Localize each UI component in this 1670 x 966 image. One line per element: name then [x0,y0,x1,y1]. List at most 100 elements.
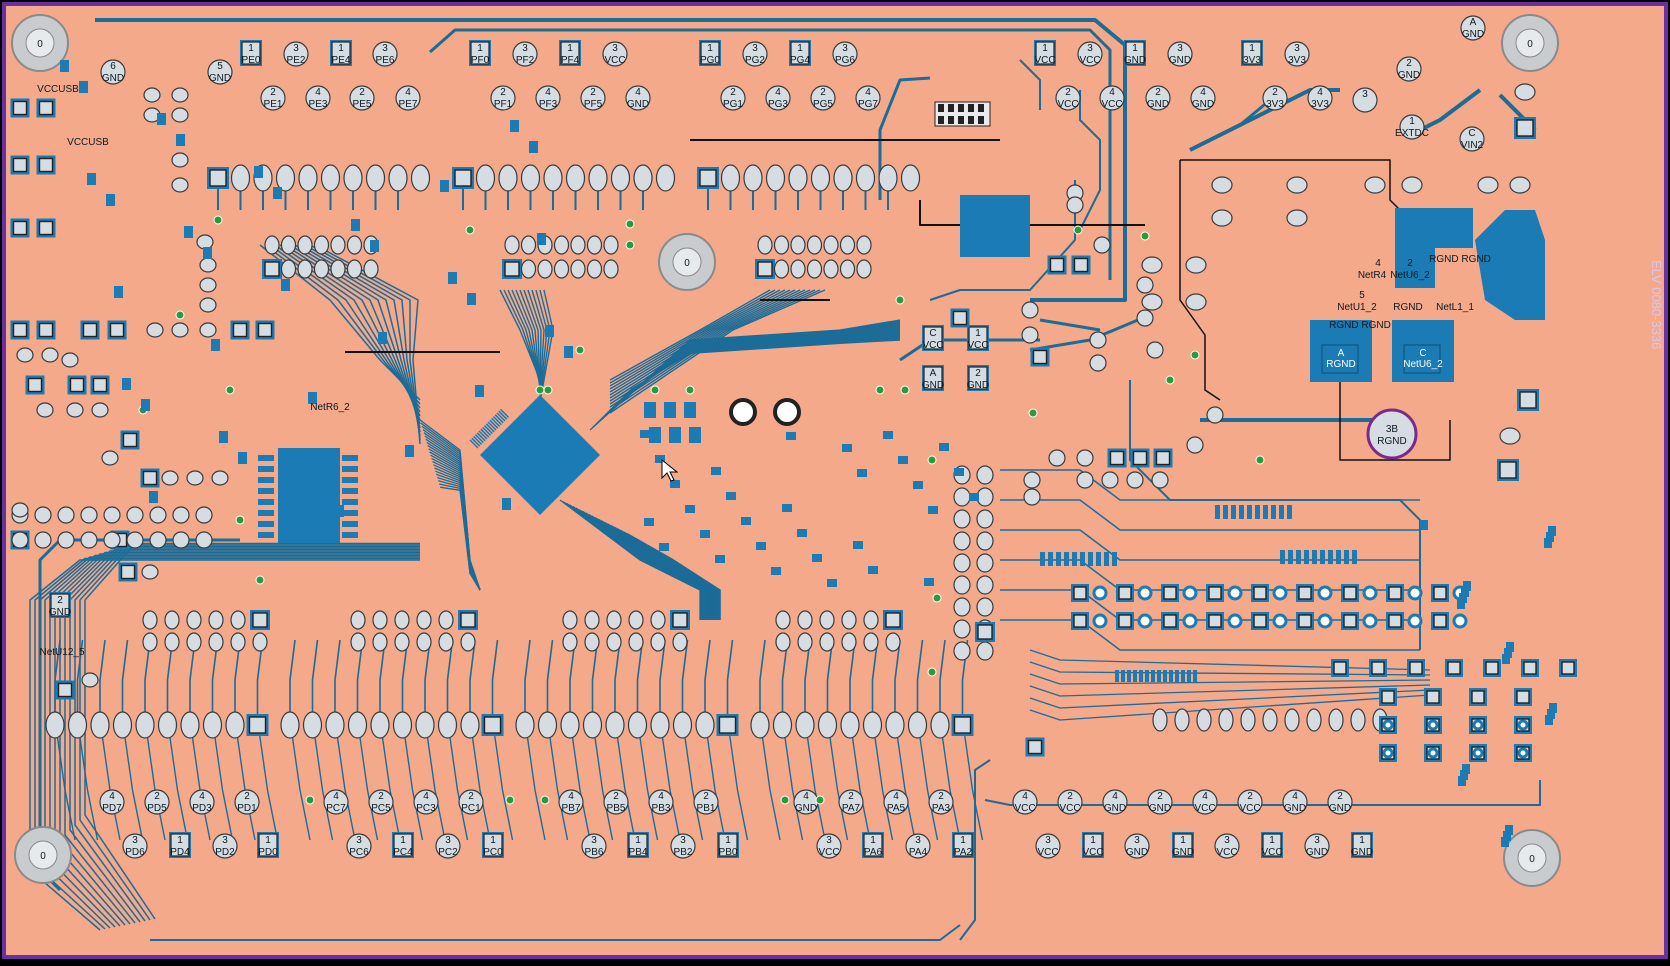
via [465,225,475,235]
pad [252,612,268,628]
pad [775,632,791,652]
smd-pad [1547,709,1555,719]
smd-pad [537,233,546,245]
pad [757,235,773,255]
trace [614,719,636,841]
trace [726,639,734,720]
pad-number: 3 [1314,835,1320,846]
trace [894,639,901,720]
pad-number: 4 [1292,791,1298,802]
pad [368,789,394,815]
pad [1163,586,1177,600]
trace [531,289,545,397]
pad-number: 3 [1294,43,1300,54]
pad-net-label: GND [1169,55,1191,66]
trace [546,719,569,841]
pad [264,235,280,255]
smd-pad [782,504,792,512]
trace [609,289,796,396]
pad [515,711,535,739]
pad-net-label: PD3 [192,803,212,814]
pad [199,257,217,273]
trace [1029,684,1431,697]
pad-number: 2 [1272,87,1278,98]
pad-net-label: PD7 [102,803,122,814]
led-pad [1227,613,1243,629]
smd-pad [741,517,751,525]
smd-pad [122,378,131,390]
pad [1388,586,1402,600]
pad [1126,471,1144,489]
pad-number: 3 [1224,835,1230,846]
pad [1192,789,1218,815]
pad [670,833,696,859]
pad [66,402,84,418]
pad [1093,236,1111,254]
pad [142,610,158,630]
trace [401,639,409,720]
trace [54,719,76,841]
trace [469,639,476,720]
trace [1189,88,1340,152]
connector-pin [948,104,954,112]
pad [543,164,563,192]
pad [1499,427,1521,445]
pad-net-label: PD5 [147,803,167,814]
pad [435,833,461,859]
smd-pad [1181,670,1185,682]
pad [1343,586,1357,600]
pad [968,326,988,350]
pad-net-label: VCC [1216,847,1237,858]
crystal [773,398,801,426]
pad-number: 2 [359,87,365,98]
pad [350,632,366,652]
pad [1352,87,1378,113]
smd-pad [1104,552,1109,566]
pad-number: 1 [1090,835,1096,846]
pad [878,164,898,192]
pad [394,632,410,652]
smd-pad [342,488,358,494]
smd-pad [1263,505,1268,519]
led-pad [1362,585,1378,601]
smd-pad [281,279,290,291]
net-label-netu12: NetU12_5 [39,647,84,658]
pad-net-label: VCC [1059,803,1080,814]
pad-net-label: PC2 [438,847,458,858]
via [625,240,635,250]
pad [537,259,553,279]
smd-pad [1169,670,1173,682]
via [1165,375,1175,385]
led-pad [1092,613,1108,629]
smd-pad [786,432,796,440]
pad-number: 1 [1180,835,1186,846]
smd-pad [1546,532,1554,542]
trace [961,719,984,841]
trace [878,76,931,200]
pad-net-label: VCC [1079,55,1100,66]
pad [1155,450,1171,466]
via [625,219,635,229]
pad-number: 2 [1406,58,1412,69]
trace [44,554,420,928]
smd-pad [211,339,220,351]
pad [1035,41,1055,65]
pad-net-label: PB6 [585,847,604,858]
pad [1523,661,1537,675]
pad [208,610,224,630]
pad-net-label: PF3 [539,99,558,110]
pad [120,564,136,580]
pad [343,164,363,192]
pad [122,833,148,859]
trace [150,924,961,941]
trace [491,719,514,841]
pad-net-label: PD6 [125,847,145,858]
pad [38,322,54,338]
pad [1023,488,1041,506]
pad [330,259,346,279]
pad [195,506,213,524]
pad [928,789,954,815]
pad [372,610,388,630]
trace [849,719,871,841]
